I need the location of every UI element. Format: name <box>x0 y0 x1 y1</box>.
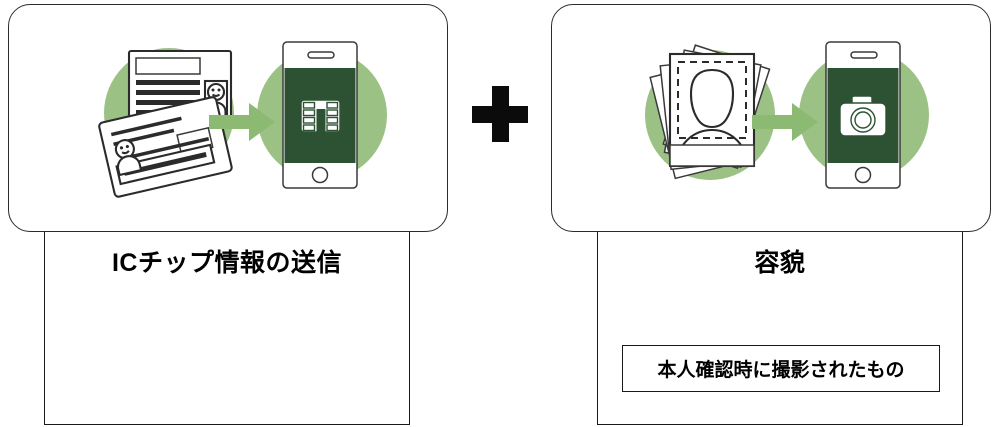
portrait-photos-icon <box>634 40 804 195</box>
id-cards-icon <box>87 43 267 198</box>
plus-operator-icon <box>472 86 528 142</box>
panel-box-ic-chip <box>44 229 410 425</box>
illustration-card-face <box>551 4 991 232</box>
right-arrow-icon-left <box>209 103 275 141</box>
right-arrow-icon-right <box>752 103 818 141</box>
smartphone-ic-chip-icon <box>281 40 361 190</box>
panel-caption-face: 容貌 <box>754 249 806 277</box>
panel-caption-ic-chip: ICチップ情報の送信 <box>111 249 342 277</box>
note-box-face: 本人確認時に撮影されたもの <box>622 345 940 392</box>
plus-vertical-bar <box>492 86 509 142</box>
note-box-text: 本人確認時に撮影されたもの <box>657 360 905 381</box>
illustration-card-ic-chip <box>8 4 448 232</box>
smartphone-camera-icon <box>824 40 904 190</box>
panel-box-face <box>597 229 963 425</box>
